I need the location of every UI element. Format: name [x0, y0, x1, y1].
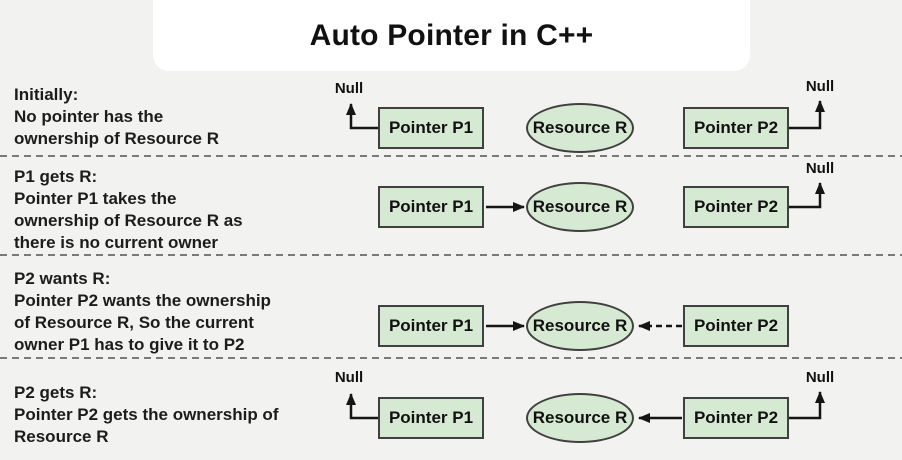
- row2-p2-to-null-arrow: [787, 182, 825, 209]
- row2-right-null-label: Null: [805, 160, 835, 177]
- row1-body: No pointer has the ownership of Resource…: [14, 107, 219, 148]
- row1-caption: Initially: No pointer has the ownership …: [14, 84, 359, 150]
- row3-heading: P2 wants R:: [14, 269, 111, 288]
- title-card: Auto Pointer in C++: [153, 0, 750, 71]
- page-title: Auto Pointer in C++: [309, 18, 594, 52]
- row1-p2-to-null-arrow: [787, 100, 825, 130]
- row2-resource-ellipse: Resource R: [526, 182, 634, 232]
- row2-caption: P1 gets R: Pointer P1 takes the ownershi…: [14, 166, 359, 254]
- row3-resource-label: Resource R: [532, 316, 628, 335]
- row1-right-null-label: Null: [805, 78, 835, 95]
- row4-heading: P2 gets R:: [14, 383, 98, 402]
- row1-resource-label: Resource R: [532, 118, 628, 137]
- row3-pointer-p2-box: Pointer P2: [683, 305, 789, 347]
- row4-pointer-p1-label: Pointer P1: [388, 408, 474, 427]
- row2-heading: P1 gets R:: [14, 167, 98, 186]
- row4-resource-ellipse: Resource R: [526, 393, 634, 443]
- row2-pointer-p2-box: Pointer P2: [683, 186, 789, 228]
- row3-body: Pointer P2 wants the ownership of Resour…: [14, 291, 271, 354]
- row1-pointer-p2-label: Pointer P2: [693, 118, 779, 137]
- row-divider-3: [0, 357, 902, 359]
- row2-resource-label: Resource R: [532, 197, 628, 216]
- row-divider-1: [0, 155, 902, 157]
- row4-caption: P2 gets R: Pointer P2 gets the ownership…: [14, 382, 359, 448]
- row3-resource-ellipse: Resource R: [526, 301, 634, 351]
- row3-pointer-p1-label: Pointer P1: [388, 316, 474, 335]
- row1-pointer-p2-box: Pointer P2: [683, 107, 789, 149]
- row-divider-2: [0, 254, 902, 256]
- row1-left-null-label: Null: [334, 80, 364, 97]
- row1-resource-ellipse: Resource R: [526, 103, 634, 153]
- row3-caption: P2 wants R: Pointer P2 wants the ownersh…: [14, 268, 359, 356]
- row3-pointer-p1-box: Pointer P1: [378, 305, 484, 347]
- row4-pointer-p2-box: Pointer P2: [683, 397, 789, 439]
- row4-pointer-p2-label: Pointer P2: [693, 408, 779, 427]
- row2-pointer-p1-label: Pointer P1: [388, 197, 474, 216]
- row1-pointer-p1-box: Pointer P1: [378, 107, 484, 149]
- row2-pointer-p2-label: Pointer P2: [693, 197, 779, 216]
- row1-pointer-p1-label: Pointer P1: [388, 118, 474, 137]
- row4-pointer-p1-box: Pointer P1: [378, 397, 484, 439]
- row4-body: Pointer P2 gets the ownership of Resourc…: [14, 405, 279, 446]
- row4-left-null-label: Null: [334, 369, 364, 386]
- row2-pointer-p1-box: Pointer P1: [378, 186, 484, 228]
- row4-resource-label: Resource R: [532, 408, 628, 427]
- row2-body: Pointer P1 takes the ownership of Resour…: [14, 189, 243, 252]
- row3-pointer-p2-label: Pointer P2: [693, 316, 779, 335]
- row1-heading: Initially:: [14, 85, 79, 104]
- row4-p2-to-null-arrow: [787, 391, 825, 420]
- row4-right-null-label: Null: [805, 369, 835, 386]
